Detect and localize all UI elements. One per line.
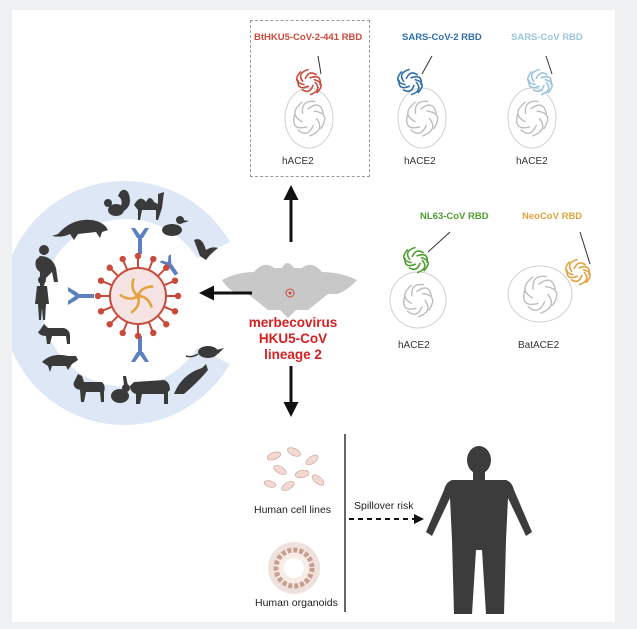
ace2-structure	[284, 87, 334, 149]
camel-icon	[134, 192, 164, 220]
figure-canvas: merbecovirus HKU5-CoV lineage 2 BtHKU5-C…	[12, 10, 615, 622]
virus-icon	[94, 252, 182, 340]
cow-icon	[130, 380, 170, 404]
rbd-structure	[402, 246, 429, 274]
ferret-icon	[42, 354, 78, 372]
human-icon	[35, 276, 49, 320]
organoid-icon	[268, 542, 320, 594]
pointer-line	[317, 55, 322, 75]
rbd-label-4: NL63-CoV RBD	[420, 211, 489, 222]
diagram-svg	[12, 55, 591, 614]
rbd-label-1: BtHKU5-CoV-2-441 RBD	[254, 32, 363, 43]
receptor-label-4: hACE2	[398, 340, 430, 351]
goat-icon	[73, 374, 105, 402]
structure-4	[389, 231, 451, 329]
pointer-line	[579, 231, 591, 265]
dog-icon	[38, 324, 70, 344]
rbd-label-5: NeoCoV RBD	[522, 211, 583, 222]
ace2-structure	[507, 265, 573, 323]
organoids-label: Human organoids	[255, 597, 338, 609]
rbd-structure	[295, 68, 322, 96]
dolphin-icon	[174, 364, 208, 394]
structure-1	[284, 55, 334, 149]
bat-icon	[222, 263, 357, 318]
duck-icon	[162, 216, 189, 236]
rbd-structure	[396, 68, 423, 96]
pointer-line	[427, 231, 451, 253]
rbd-structure	[564, 258, 591, 286]
receptor-icon	[68, 228, 179, 362]
structure-group	[284, 55, 591, 329]
cell-icon	[263, 447, 325, 491]
virus-line1: merbecovirus	[248, 315, 338, 330]
virus-line2: HKU5-CoV lineage 2	[258, 331, 328, 362]
virus-name: merbecovirus HKU5-CoV lineage 2	[238, 315, 348, 363]
structure-2	[396, 55, 447, 149]
cell-lines-label: Human cell lines	[254, 504, 332, 516]
pangolin-icon	[52, 219, 108, 240]
structure-5	[507, 231, 591, 323]
squirrel-icon	[104, 189, 130, 216]
ace2-structure	[389, 271, 447, 329]
ace2-structure	[397, 87, 447, 149]
receptor-label-2: hACE2	[404, 156, 436, 167]
receptor-label-3: hACE2	[516, 156, 548, 167]
rabbit-icon	[111, 376, 130, 403]
pointer-line	[421, 55, 433, 75]
rbd-structure	[526, 68, 553, 96]
structure-3	[507, 55, 557, 149]
rat-icon	[185, 346, 224, 358]
bat-small-icon	[194, 239, 218, 260]
rbd-label-3: SARS-CoV RBD	[511, 32, 583, 43]
human-figure-icon	[426, 446, 532, 614]
pointer-line	[545, 55, 553, 75]
highlight-box	[250, 20, 370, 177]
ace2-structure	[507, 87, 557, 149]
rbd-label-2: SARS-CoV-2 RBD	[402, 32, 482, 43]
receptor-label-1: hACE2	[282, 156, 314, 167]
spillover-label: Spillover risk	[354, 500, 414, 512]
receptor-label-5: BatACE2	[518, 340, 560, 351]
